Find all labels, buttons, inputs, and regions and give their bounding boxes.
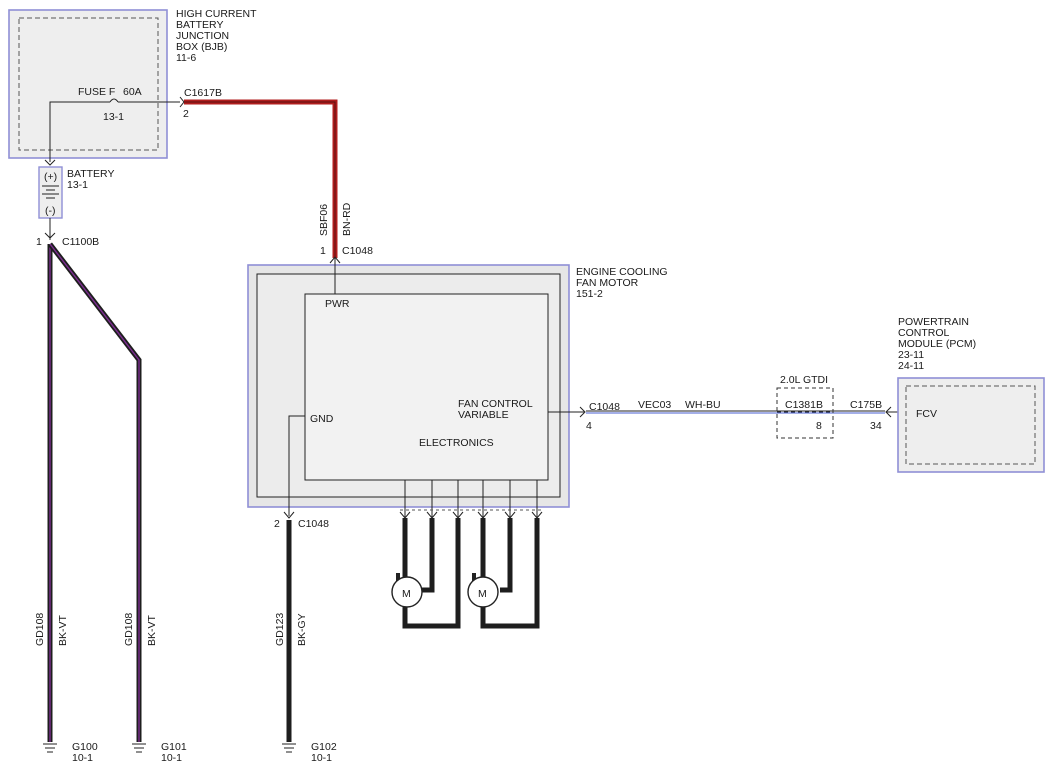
fuse-rating: 60A xyxy=(123,86,142,98)
fan-motor-module xyxy=(247,264,570,508)
ground-wire-circuit: GD123 xyxy=(274,613,286,646)
bjb-title-line: BOX (BJB) xyxy=(176,41,227,53)
bjb-title-line: JUNCTION xyxy=(176,30,229,42)
pcm-title-line: 24-11 xyxy=(898,360,924,372)
pin-c1048-gnd: 2 xyxy=(274,518,280,530)
battery: (+) (-) xyxy=(38,159,63,240)
motor-1-wiring xyxy=(402,518,461,629)
ground-ref: 10-1 xyxy=(161,752,182,764)
connector-c1048-gnd: C1048 xyxy=(298,518,329,530)
connector-c1048-pwr: C1048 xyxy=(342,245,373,257)
pcm-module xyxy=(897,377,1045,473)
connector-c175b: C175B xyxy=(850,399,882,411)
ground-ref: 10-1 xyxy=(311,752,332,764)
bjb-module xyxy=(8,9,168,159)
inline-variant: 2.0L GTDI xyxy=(780,374,828,386)
fan-motor-title: ENGINE COOLING FAN MOTOR 151-2 xyxy=(576,266,668,300)
motor-1: M xyxy=(391,573,423,608)
pcm-title-line: CONTROL xyxy=(898,327,949,339)
fan-motor-title-line: FAN MOTOR xyxy=(576,277,639,289)
pin-c1617b: 2 xyxy=(183,108,189,120)
battery-ref: 13-1 xyxy=(67,179,88,191)
pin-c1048-pwr: 1 xyxy=(320,245,326,257)
fuse-label: FUSE F xyxy=(78,86,115,98)
ground-wire-circuit: GD108 xyxy=(123,613,135,646)
ground-wire-color: BK-GY xyxy=(296,613,308,646)
battery-positive: (+) xyxy=(44,171,57,183)
battery-title: BATTERY xyxy=(67,168,114,180)
connector-c1048-ctrl-symbol xyxy=(579,406,586,418)
ground-id: G100 xyxy=(72,741,98,753)
motor-2-wiring xyxy=(480,518,540,629)
inline-connector xyxy=(776,387,834,439)
fan-control-label: FAN CONTROL xyxy=(458,398,533,410)
connector-c1100b-symbol xyxy=(44,232,56,239)
battery-negative: (-) xyxy=(45,205,56,217)
fuse-ref: 13-1 xyxy=(103,111,124,123)
ground-id: G102 xyxy=(311,741,337,753)
battery-connector-top xyxy=(44,159,56,166)
signal-wire-color: WH-BU xyxy=(685,399,721,411)
bjb-title-line: HIGH CURRENT xyxy=(176,8,257,20)
pcm-title-line: POWERTRAIN xyxy=(898,316,969,328)
connector-c1048-ctrl: C1048 xyxy=(589,401,620,413)
ground-wire-color: BK-VT xyxy=(57,614,69,646)
ground-id: G101 xyxy=(161,741,187,753)
fuse-symbol xyxy=(109,98,119,103)
ground-symbol-g101 xyxy=(132,743,146,753)
motor-2: M xyxy=(467,573,499,608)
pin-c1381b: 8 xyxy=(816,420,822,432)
ground-wire-circuit: GD108 xyxy=(34,613,46,646)
pcm-title: POWERTRAIN CONTROL MODULE (PCM) 23-11 24… xyxy=(898,316,976,372)
pin-c175b: 34 xyxy=(870,420,882,432)
electronics-label: ELECTRONICS xyxy=(419,437,494,449)
pin-c1048-ctrl: 4 xyxy=(586,420,592,432)
bjb-title: HIGH CURRENT BATTERY JUNCTION BOX (BJB) … xyxy=(176,8,257,64)
pwr-label: PWR xyxy=(325,298,350,310)
pcm-title-line: 23-11 xyxy=(898,349,924,361)
fan-motor-title-line: 151-2 xyxy=(576,288,603,300)
connector-c1381b: C1381B xyxy=(785,399,823,411)
connector-c1048-gnd-symbol xyxy=(283,511,295,519)
power-wire-circuit: SBF06 xyxy=(318,204,330,236)
pin-c1100b: 1 xyxy=(36,236,42,248)
pcm-signal: FCV xyxy=(916,408,937,420)
ground-ref: 10-1 xyxy=(72,752,93,764)
pcm-title-line: MODULE (PCM) xyxy=(898,338,976,350)
ground-wire-g101 xyxy=(48,242,142,742)
ground-wire-color: BK-VT xyxy=(146,614,158,646)
connector-c1617b: C1617B xyxy=(184,87,222,99)
gnd-label: GND xyxy=(310,413,334,425)
fan-motor-title-line: ENGINE COOLING xyxy=(576,266,668,278)
connector-c1100b: C1100B xyxy=(62,236,99,248)
power-wire-color: BN-RD xyxy=(341,202,353,236)
bjb-title-line: 11-6 xyxy=(176,52,196,64)
fan-control-label: VARIABLE xyxy=(458,409,509,421)
connector-c1048-pwr-symbol xyxy=(329,256,341,264)
motor-symbol: M xyxy=(478,588,487,600)
power-wire xyxy=(184,99,338,258)
fuse-input-line xyxy=(49,101,110,162)
signal-wire xyxy=(586,410,885,414)
ground-symbol-g102 xyxy=(282,743,296,753)
bjb-title-line: BATTERY xyxy=(176,19,223,31)
fuse-f: FUSE F 60A 13-1 xyxy=(49,86,185,162)
signal-wire-circuit: VEC03 xyxy=(638,399,671,411)
motor-symbol: M xyxy=(402,588,411,600)
ground-symbol-g100 xyxy=(43,743,57,753)
